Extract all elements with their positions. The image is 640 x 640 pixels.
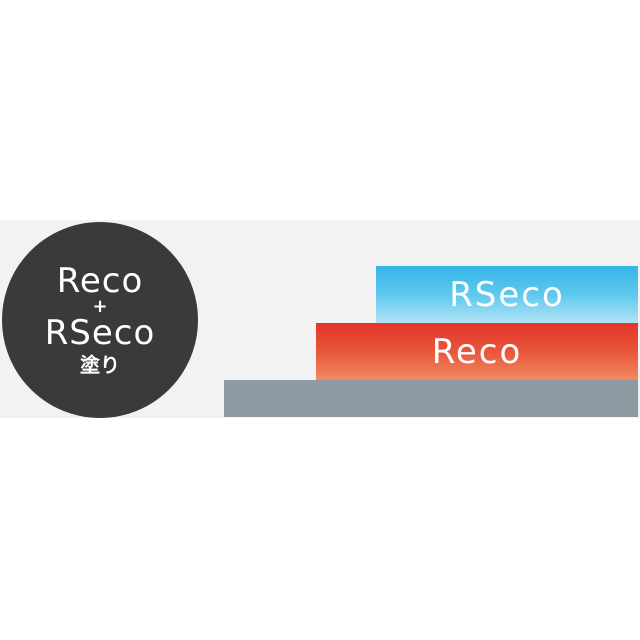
coating-badge: Reco + RSeco 塗り — [2, 222, 198, 418]
badge-line-rseco: RSeco — [44, 313, 156, 353]
badge-line-coating: 塗り — [80, 353, 120, 377]
layer-rseco-label: RSeco — [449, 274, 565, 315]
badge-line-reco: Reco — [56, 261, 144, 301]
badge-line-plus: + — [92, 296, 108, 317]
layer-rseco: RSeco — [376, 266, 638, 323]
layer-reco-label: Reco — [431, 331, 523, 372]
layer-base-surface — [224, 380, 638, 417]
layer-reco: Reco — [316, 323, 638, 380]
